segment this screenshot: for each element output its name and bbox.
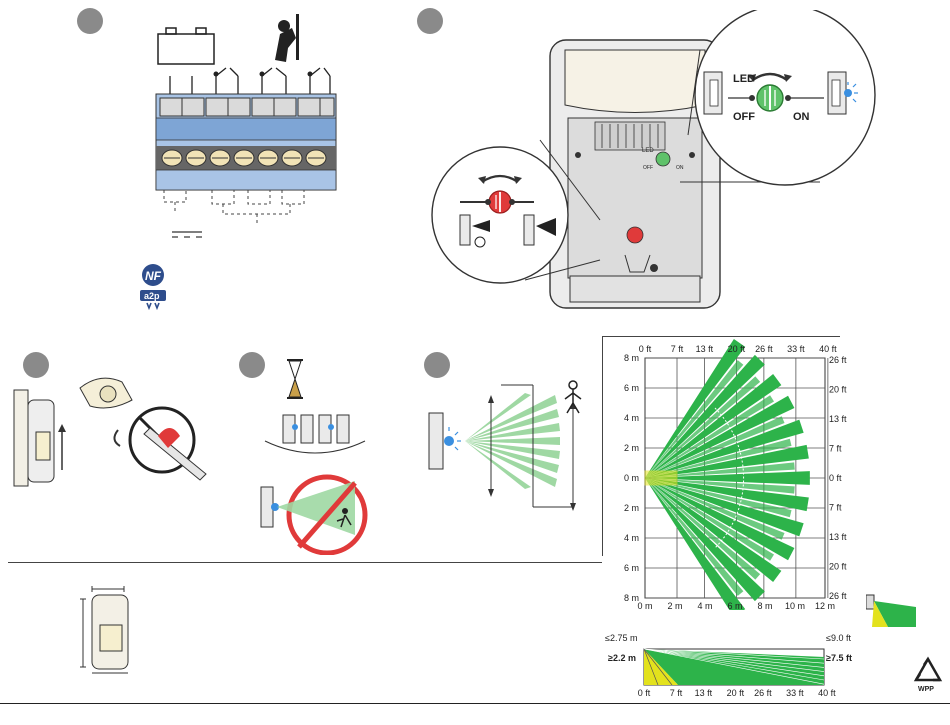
left-tick-label: 6 m xyxy=(624,563,639,573)
walk-test-diagram xyxy=(245,355,385,555)
chart-top-divider xyxy=(602,336,840,337)
off-label: OFF xyxy=(733,111,755,123)
led-switch-green-icon xyxy=(757,85,783,111)
side-bottom-tick-label: 33 ft xyxy=(786,688,804,698)
right-tick-label: 20 ft xyxy=(829,385,847,395)
battery-icon xyxy=(158,28,214,64)
top-tick-label: 0 ft xyxy=(639,344,652,354)
coverage-chart-top-view: 8 m 6 m 4 m 2 m 0 m 2 m 4 m 6 m 8 m 26 ft 20 ft 13 … xyxy=(605,338,850,610)
left-tick-label: 4 m xyxy=(624,413,639,423)
bottom-tick-label: 2 m xyxy=(667,601,682,610)
top-tick-label: 33 ft xyxy=(787,344,805,354)
left-tick-label: 6 m xyxy=(624,383,639,393)
bottom-tick-label: 8 m xyxy=(757,601,772,610)
chart-divider xyxy=(602,336,603,556)
right-tick-label: 7 ft xyxy=(829,503,842,513)
small-on-label: ON xyxy=(676,165,684,171)
step-marker-1 xyxy=(77,8,103,34)
on-label: ON xyxy=(793,111,810,123)
led-off-detector-icon xyxy=(704,72,722,114)
side-bottom-tick-label: 7 ft xyxy=(670,688,683,698)
right-tick-label: 13 ft xyxy=(829,532,847,542)
terminal-wiring-diagram xyxy=(130,10,380,240)
detector-open-view: LED OFF ON LED OFF ON xyxy=(430,10,950,315)
a2p-label: a2p xyxy=(144,291,160,301)
right-tick-label: 7 ft xyxy=(829,444,842,454)
right-tick-label: 26 ft xyxy=(829,591,847,601)
recycle-label: WPP xyxy=(918,686,934,693)
side-zone-thumbnail xyxy=(866,593,918,629)
bottom-tick-label: 12 m xyxy=(815,601,835,610)
bottom-tick-label: 10 m xyxy=(785,601,805,610)
recycle-icon: WPP xyxy=(912,656,944,694)
right-tick-label: 26 ft xyxy=(829,355,847,365)
height-max-m-label: ≤2.75 m xyxy=(605,633,637,643)
height-max-ft-label: ≤9.0 ft xyxy=(826,633,851,643)
right-tick-label: 13 ft xyxy=(829,414,847,424)
side-bottom-tick-label: 40 ft xyxy=(818,688,836,698)
bottom-tick-label: 6 m xyxy=(727,601,742,610)
side-bottom-tick-label: 26 ft xyxy=(754,688,772,698)
no-screwdriver-icon xyxy=(130,408,206,480)
detector-tilted-icon xyxy=(80,378,132,408)
side-bottom-tick-label: 20 ft xyxy=(727,688,745,698)
nf-a2p-certification-logo: NF a2p xyxy=(135,262,171,310)
small-off-label: OFF xyxy=(643,165,653,171)
tamper-hand-icon xyxy=(275,14,299,62)
small-led-label: LED xyxy=(642,148,654,154)
nf-label: NF xyxy=(145,269,162,283)
creep-zone xyxy=(645,471,677,485)
terminal-block xyxy=(156,94,336,190)
bottom-tick-label: 0 m xyxy=(637,601,652,610)
cover-removal-diagram xyxy=(10,370,220,490)
section-divider xyxy=(8,562,602,563)
side-bottom-tick-label: 13 ft xyxy=(695,688,713,698)
bottom-border xyxy=(0,703,950,704)
height-min-ft-label: ≥7.5 ft xyxy=(826,653,852,663)
sensitivity-pot-red-icon xyxy=(489,191,511,213)
led-blink-sequence xyxy=(265,415,365,453)
detection-pattern-diagram xyxy=(425,375,595,515)
hourglass-icon xyxy=(287,359,303,399)
side-bottom-tick-label: 0 ft xyxy=(638,688,651,698)
bottom-tick-label: 4 m xyxy=(697,601,712,610)
left-tick-label: 2 m xyxy=(624,443,639,453)
left-tick-label: 2 m xyxy=(624,503,639,513)
height-min-m-label: ≥2.2 m xyxy=(608,653,636,663)
left-tick-label: 8 m xyxy=(624,353,639,363)
left-tick-label: 4 m xyxy=(624,533,639,543)
top-tick-label: 40 ft xyxy=(819,344,837,354)
top-tick-label: 20 ft xyxy=(728,344,746,354)
top-tick-label: 26 ft xyxy=(755,344,773,354)
detection-fan xyxy=(465,393,560,489)
no-walk-test-icon xyxy=(261,477,365,553)
left-tick-label: 0 m xyxy=(624,473,639,483)
led-label: LED xyxy=(733,73,755,85)
right-tick-label: 20 ft xyxy=(829,562,847,572)
mounting-dimensions-diagram xyxy=(78,583,148,678)
coverage-chart-side-view: ≤2.75 m ≥2.2 m ≤9.0 ft ≥7.5 ft 0 ft 7 ft 1… xyxy=(600,625,860,700)
top-tick-label: 7 ft xyxy=(671,344,684,354)
right-tick-label: 0 ft xyxy=(829,473,842,483)
top-tick-label: 13 ft xyxy=(696,344,714,354)
